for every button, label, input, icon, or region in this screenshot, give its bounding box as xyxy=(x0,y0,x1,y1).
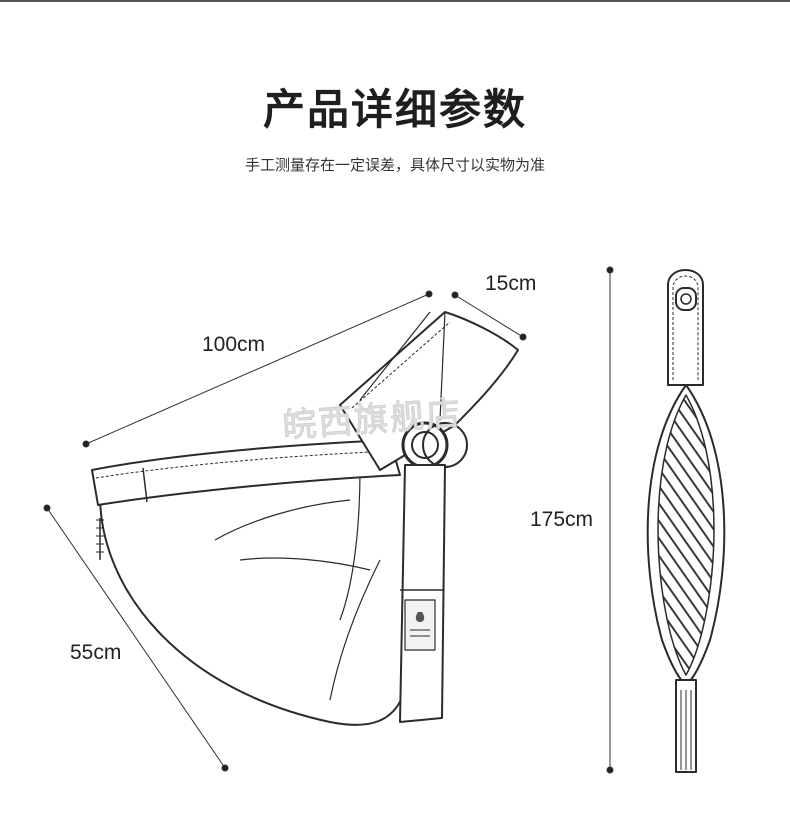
dimension-line-15cm xyxy=(451,291,527,341)
dimension-label-length: 100cm xyxy=(202,333,266,356)
dimension-line-100cm xyxy=(82,290,433,448)
dimension-label-strap-width: 15cm xyxy=(485,272,537,295)
dimension-line-175cm xyxy=(606,266,614,774)
sling-bag-illustration xyxy=(91,311,519,726)
dimension-line-55cm xyxy=(43,504,229,772)
page-subtitle: 手工测量存在一定误差，具体尺寸以实物为准 xyxy=(244,156,545,174)
flat-strap-illustration xyxy=(646,269,726,773)
dimension-label-total-length: 175cm xyxy=(530,508,594,531)
page-title: 产品详细参数 xyxy=(262,85,527,134)
top-divider xyxy=(0,0,790,2)
dimension-label-height: 55cm xyxy=(70,641,122,664)
